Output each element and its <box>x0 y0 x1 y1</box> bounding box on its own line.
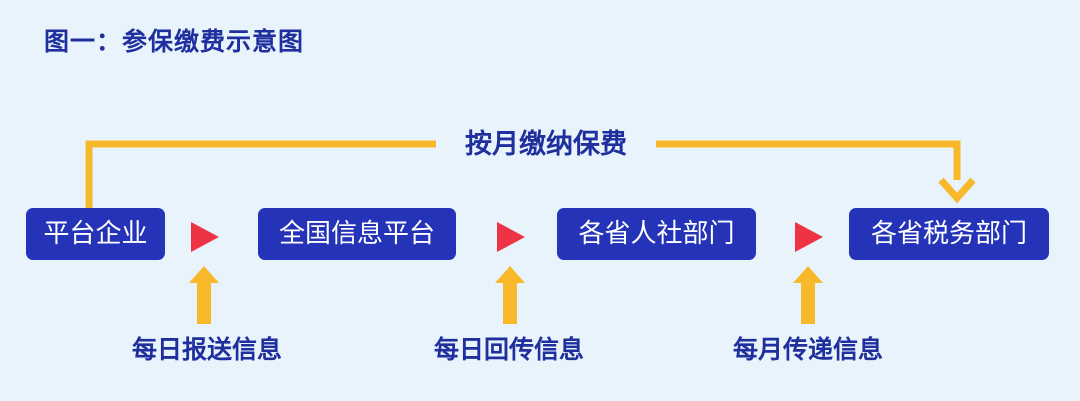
up-arrow-2-icon <box>495 266 525 324</box>
up-arrow-3-icon <box>793 266 823 324</box>
monthly-payment-label: 按月缴纳保费 <box>436 125 656 165</box>
flow-arrow-2-icon <box>497 222 525 252</box>
node-national-info-platform: 全国信息平台 <box>258 208 456 260</box>
diagram-title: 图一：参保缴费示意图 <box>44 27 305 56</box>
node-platform-enterprise: 平台企业 <box>26 208 165 260</box>
caption-daily-report: 每日报送信息 <box>131 335 282 364</box>
flow-arrow-1-icon <box>191 222 219 252</box>
caption-daily-return: 每日回传信息 <box>433 335 584 364</box>
flow-arrow-3-icon <box>795 222 823 252</box>
node-provincial-tax-dept: 各省税务部门 <box>849 208 1049 260</box>
node-provincial-hr-dept: 各省人社部门 <box>557 208 756 260</box>
caption-monthly-transfer: 每月传递信息 <box>732 335 883 364</box>
up-arrow-1-icon <box>189 266 219 324</box>
down-arrow-head-icon <box>938 177 976 204</box>
